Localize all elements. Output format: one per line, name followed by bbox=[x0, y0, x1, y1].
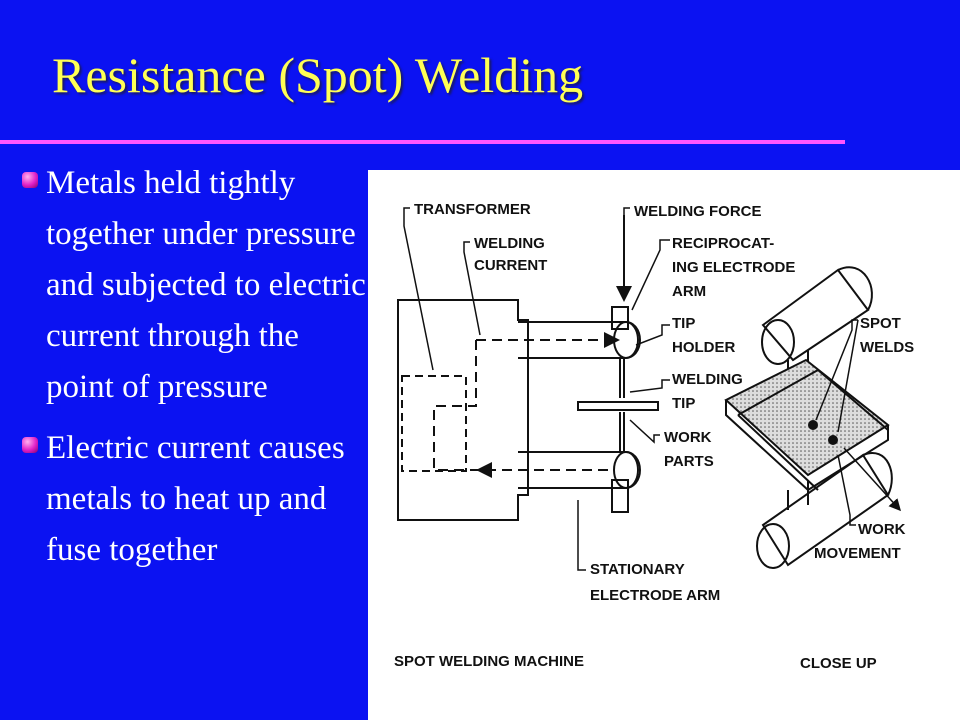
label-welding-tip: TIP bbox=[672, 395, 695, 412]
caption-machine: SPOT WELDING MACHINE bbox=[394, 653, 584, 670]
label-work-parts: WORK bbox=[664, 429, 712, 446]
label-welding-current: WELDING bbox=[474, 235, 545, 252]
label-spot-welds: WELDS bbox=[860, 339, 914, 356]
machine-body bbox=[397, 299, 529, 521]
spot-welding-diagram: TRANSFORMER WELDING CURRENT WELDING FORC… bbox=[368, 170, 960, 720]
bullet-list: Metals held tightly together under press… bbox=[14, 158, 374, 586]
label-welding-current: CURRENT bbox=[474, 257, 547, 274]
label-stationary-arm: ELECTRODE ARM bbox=[590, 587, 720, 604]
label-welding-force: WELDING FORCE bbox=[634, 203, 762, 220]
bullet-icon bbox=[22, 172, 38, 188]
bullet-text: Electric current causes metals to heat u… bbox=[46, 430, 345, 568]
transformer-box bbox=[401, 375, 467, 472]
bullet-text: Metals held tightly together under press… bbox=[46, 165, 366, 405]
label-work-parts: PARTS bbox=[664, 453, 714, 470]
bullet-item: Electric current causes metals to heat u… bbox=[14, 423, 374, 576]
title-divider bbox=[0, 140, 845, 144]
bullet-icon bbox=[22, 437, 38, 453]
label-reciprocating-arm: ARM bbox=[672, 283, 706, 300]
diagram-svg: TRANSFORMER WELDING CURRENT WELDING FORC… bbox=[394, 201, 914, 672]
label-tip-holder: TIP bbox=[672, 315, 695, 332]
label-welding-tip: WELDING bbox=[672, 371, 743, 388]
label-spot-welds: SPOT bbox=[860, 315, 901, 332]
closeup-upper-roller bbox=[761, 266, 873, 365]
label-stationary-arm: STATIONARY bbox=[590, 561, 685, 578]
label-work-movement: MOVEMENT bbox=[814, 545, 901, 562]
label-tip-holder: HOLDER bbox=[672, 339, 736, 356]
closeup-lower-roller bbox=[756, 452, 893, 569]
label-work-movement: WORK bbox=[858, 521, 906, 538]
work-parts bbox=[577, 401, 659, 411]
tip-holder bbox=[611, 306, 629, 330]
caption-closeup: CLOSE UP bbox=[800, 655, 877, 672]
label-reciprocating-arm: RECIPROCAT- bbox=[672, 235, 774, 252]
label-reciprocating-arm: ING ELECTRODE bbox=[672, 259, 795, 276]
bullet-item: Metals held tightly together under press… bbox=[14, 158, 374, 413]
label-transformer: TRANSFORMER bbox=[414, 201, 531, 218]
slide-title: Resistance (Spot) Welding bbox=[52, 47, 584, 103]
